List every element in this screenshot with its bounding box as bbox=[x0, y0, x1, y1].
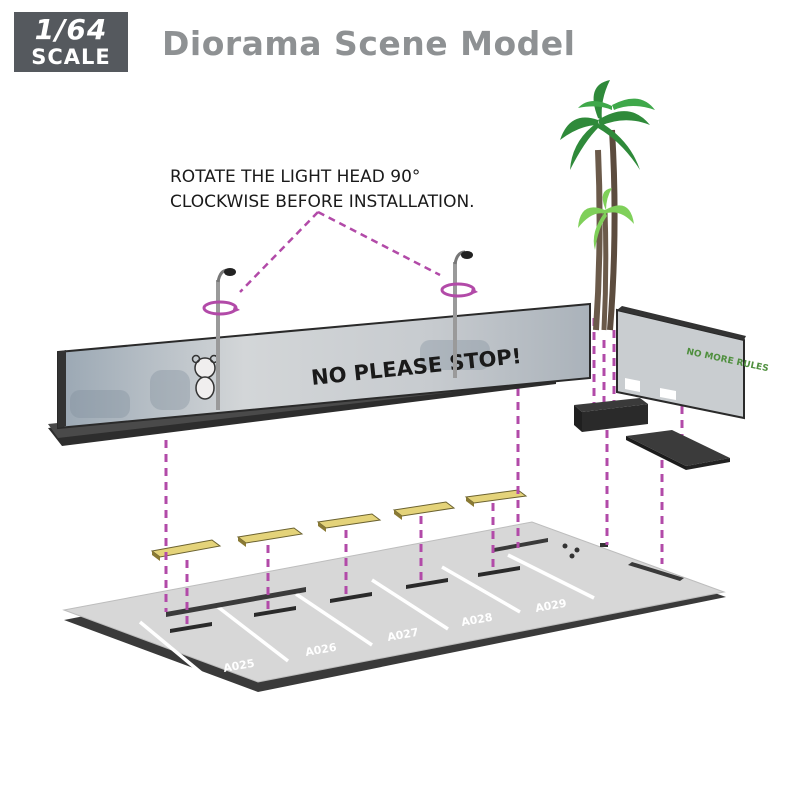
instruction-pointers bbox=[239, 210, 441, 293]
scale-badge: 1/64 SCALE bbox=[14, 12, 128, 72]
space-label-a028: A028 bbox=[460, 611, 493, 629]
graffiti-wall: NO PLEASE STOP! bbox=[48, 302, 591, 446]
palm-trees bbox=[560, 80, 655, 331]
assembly-guide-lines bbox=[164, 318, 684, 626]
space-label-a029: A029 bbox=[534, 597, 567, 615]
scale-word: SCALE bbox=[31, 45, 111, 69]
wheel-stop bbox=[464, 489, 528, 507]
space-label-a025: A025 bbox=[222, 657, 255, 675]
space-label-a027: A027 bbox=[386, 626, 419, 644]
wheel-stop bbox=[316, 513, 382, 532]
side-wall: NO MORE RULES bbox=[616, 306, 769, 420]
wheel-stops bbox=[150, 489, 528, 561]
instruction-line-1: ROTATE THE LIGHT HEAD 90° bbox=[170, 167, 421, 187]
wheel-stop bbox=[392, 501, 456, 520]
palm-planter-base bbox=[574, 398, 648, 432]
teddy-graffiti bbox=[191, 354, 219, 400]
street-light bbox=[202, 268, 240, 410]
page-title: Diorama Scene Model bbox=[162, 24, 576, 63]
wheel-stop bbox=[150, 539, 222, 561]
parking-floor bbox=[62, 521, 726, 692]
scale-number: 1/64 bbox=[34, 13, 108, 46]
instruction-line-2: CLOCKWISE BEFORE INSTALLATION. bbox=[170, 192, 475, 212]
wheel-stop bbox=[236, 527, 304, 547]
space-label-a026: A026 bbox=[304, 641, 338, 659]
small-base-plate bbox=[626, 430, 730, 470]
street-light bbox=[440, 250, 478, 378]
installation-instruction: ROTATE THE LIGHT HEAD 90° CLOCKWISE BEFO… bbox=[170, 165, 475, 215]
